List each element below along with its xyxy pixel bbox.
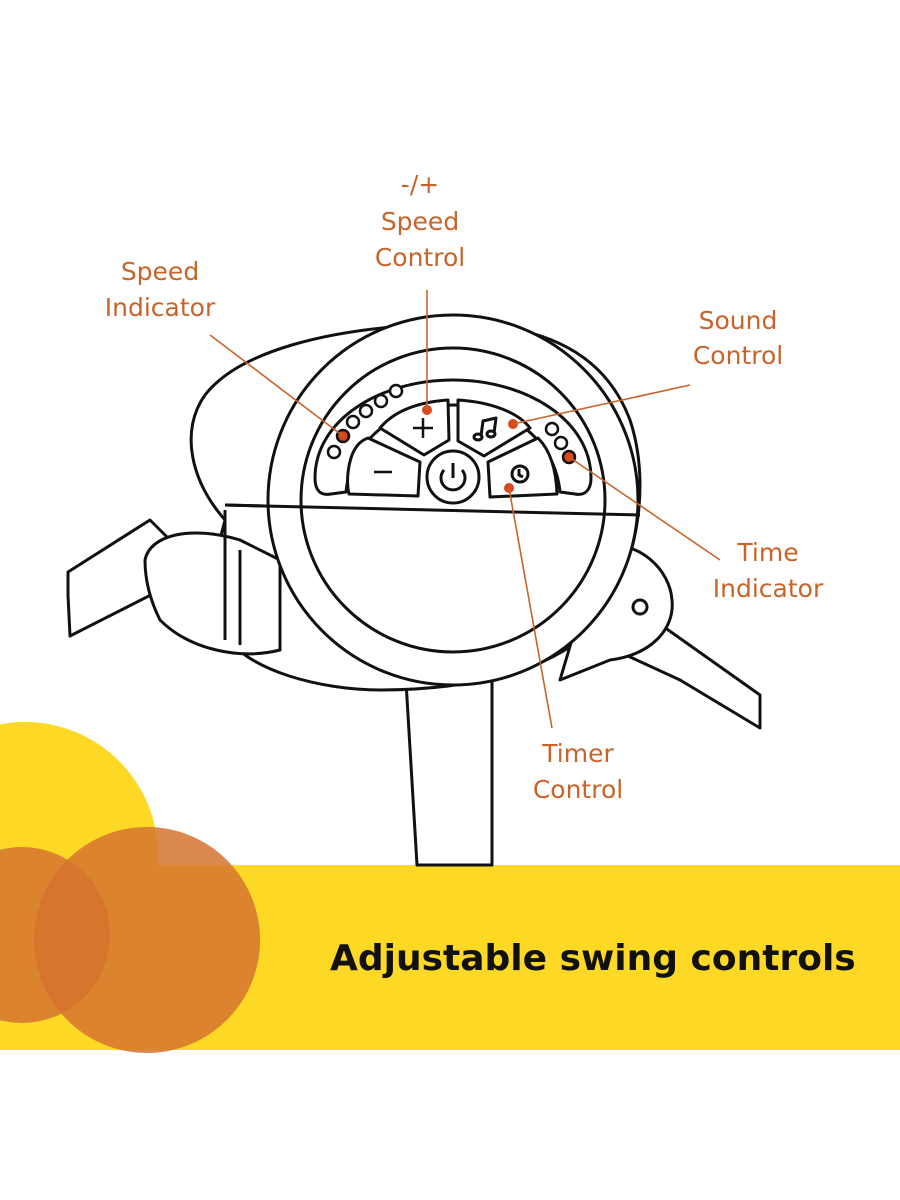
label-sound-control: Sound Control xyxy=(693,306,783,370)
svg-text:Indicator: Indicator xyxy=(713,574,824,603)
label-time-indicator: Time Indicator xyxy=(713,538,824,603)
speed-minus-button[interactable] xyxy=(346,436,422,498)
svg-text:Time: Time xyxy=(736,538,798,567)
label-speed-indicator: Speed Indicator xyxy=(105,257,216,322)
svg-text:Indicator: Indicator xyxy=(105,293,216,322)
svg-text:Sound: Sound xyxy=(699,306,778,335)
music-note-icon xyxy=(472,416,498,442)
svg-text:Speed: Speed xyxy=(121,257,199,286)
speed-indicator-leds xyxy=(326,383,404,460)
control-panel xyxy=(313,378,593,505)
svg-text:Control: Control xyxy=(375,243,465,272)
label-timer-control: Timer Control xyxy=(533,739,623,804)
plus-icon xyxy=(413,418,433,438)
caption: Adjustable swing controls xyxy=(330,938,856,979)
label-speed-control: -/+ Speed Control xyxy=(375,170,465,272)
svg-text:Speed: Speed xyxy=(381,207,459,236)
clock-icon xyxy=(510,464,530,484)
svg-text:Control: Control xyxy=(693,341,783,370)
decor-circle-orange xyxy=(34,827,260,1053)
svg-text:Timer: Timer xyxy=(541,739,614,768)
power-icon xyxy=(439,463,467,492)
svg-text:-/+: -/+ xyxy=(401,170,439,199)
swing-motor-housing xyxy=(143,313,674,692)
svg-text:Control: Control xyxy=(533,775,623,804)
